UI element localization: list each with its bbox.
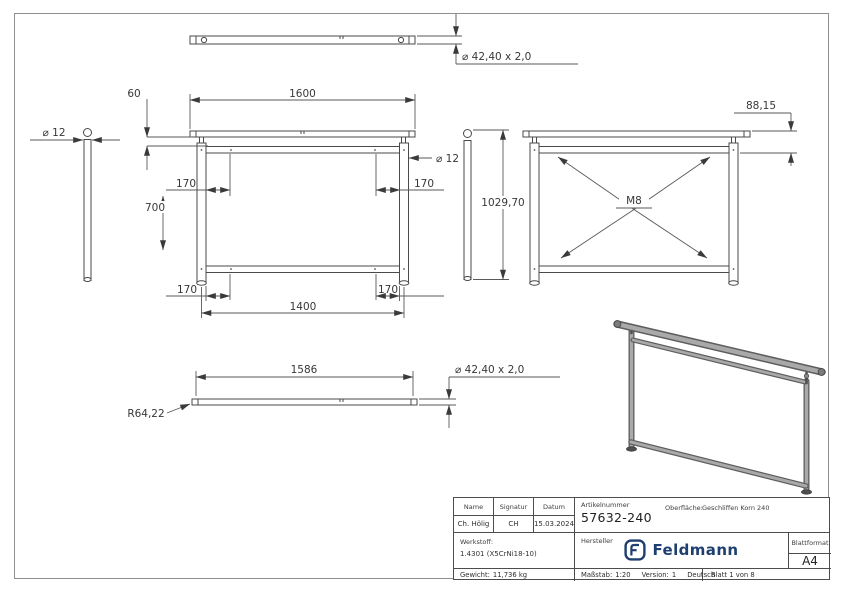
back-view-x-brace xyxy=(557,156,711,259)
bottom-view-tube xyxy=(191,398,418,406)
post-height-label: 1029,70 xyxy=(481,197,524,209)
scale-cell: Maßstab: 1:20 Version: 1 Deutsch xyxy=(575,569,715,581)
name-header: Name xyxy=(454,498,494,516)
date-header: Datum xyxy=(534,498,575,516)
back-view-frame xyxy=(522,130,751,286)
surface-value: Geschliffen Korn 240 xyxy=(702,504,770,512)
sheet-border xyxy=(14,13,829,579)
brand-wordmark: Feldmann xyxy=(652,541,739,559)
top-view-diameter-dim xyxy=(417,14,578,65)
front-post-dia-label: ⌀ 12 xyxy=(436,153,459,165)
top-diameter-label: ⌀ 42,40 x 2,0 xyxy=(462,51,531,63)
back-offset-dim xyxy=(734,112,797,166)
feldmann-logo-icon xyxy=(624,539,647,561)
format-label: Blattformat xyxy=(789,533,831,554)
weight-label: Gewicht: xyxy=(460,571,490,579)
bottom-radius-label: R64,22 xyxy=(127,408,164,420)
side-post-view xyxy=(83,128,92,282)
top-view-handrail xyxy=(189,35,416,45)
date-value: 15.03.2024 xyxy=(534,516,575,533)
signature-header: Signatur xyxy=(494,498,534,516)
bottom-length-label: 1586 xyxy=(291,364,318,376)
material-label: Werkstoff: xyxy=(460,538,494,546)
format-value: A4 xyxy=(789,554,831,569)
front-inset-bl-label: 170 xyxy=(177,284,197,296)
version-value: 1 xyxy=(671,571,677,579)
front-height-label-bg xyxy=(140,201,171,213)
front-view-frame xyxy=(189,130,416,286)
article-cell: Artikelnummer 57632-240 Oberfläche: Gesc… xyxy=(575,498,830,533)
weight-cell: Gewicht: 11,736 kg xyxy=(454,569,575,581)
article-number: 57632-240 xyxy=(581,510,652,525)
front-length-label: 1600 xyxy=(289,88,316,100)
manufacturer-label: Hersteller xyxy=(581,537,613,545)
manufacturer-cell: Hersteller Feldmann xyxy=(575,533,789,569)
bottom-view-dims xyxy=(166,371,560,428)
language-value: Deutsch xyxy=(687,571,716,579)
front-width-label: 1400 xyxy=(290,301,317,313)
sheet-number: Blatt 1 von 8 xyxy=(711,571,755,579)
surface-label: Oberfläche: xyxy=(665,504,703,512)
title-block: Name Signatur Datum Ch. Hölig CH 15.03.2… xyxy=(453,497,831,581)
name-value: Ch. Hölig xyxy=(454,516,494,533)
front-inset-tr-label: 170 xyxy=(414,178,434,190)
side-post-dia-label: ⌀ 12 xyxy=(42,127,65,139)
front-view-dims xyxy=(144,94,444,318)
scale-label: Maßstab: xyxy=(581,571,613,579)
thread-label-bg xyxy=(619,193,649,208)
thread-label: M8 xyxy=(626,195,642,207)
middle-post-view xyxy=(463,129,472,281)
perspective-view xyxy=(613,320,826,495)
signature-value: CH xyxy=(494,516,534,533)
front-offset-label: 60 xyxy=(127,88,140,100)
back-offset-label: 88,15 xyxy=(746,100,776,112)
scale-value: 1:20 xyxy=(615,571,631,579)
front-inset-tl-label: 170 xyxy=(176,178,196,190)
material-cell: Werkstoff: 1.4301 (X5CrNi18-10) xyxy=(454,533,575,569)
version-label: Version: xyxy=(641,571,669,579)
post-height-label-bg xyxy=(477,196,529,209)
material-value: 1.4301 (X5CrNi18-10) xyxy=(460,550,537,558)
front-inset-br-label: 170 xyxy=(378,284,398,296)
weight-value: 11,736 kg xyxy=(492,571,528,579)
front-height-label: 700 xyxy=(145,202,165,214)
bottom-diameter-label: ⌀ 42,40 x 2,0 xyxy=(455,364,524,376)
article-number-label: Artikelnummer xyxy=(581,501,630,509)
